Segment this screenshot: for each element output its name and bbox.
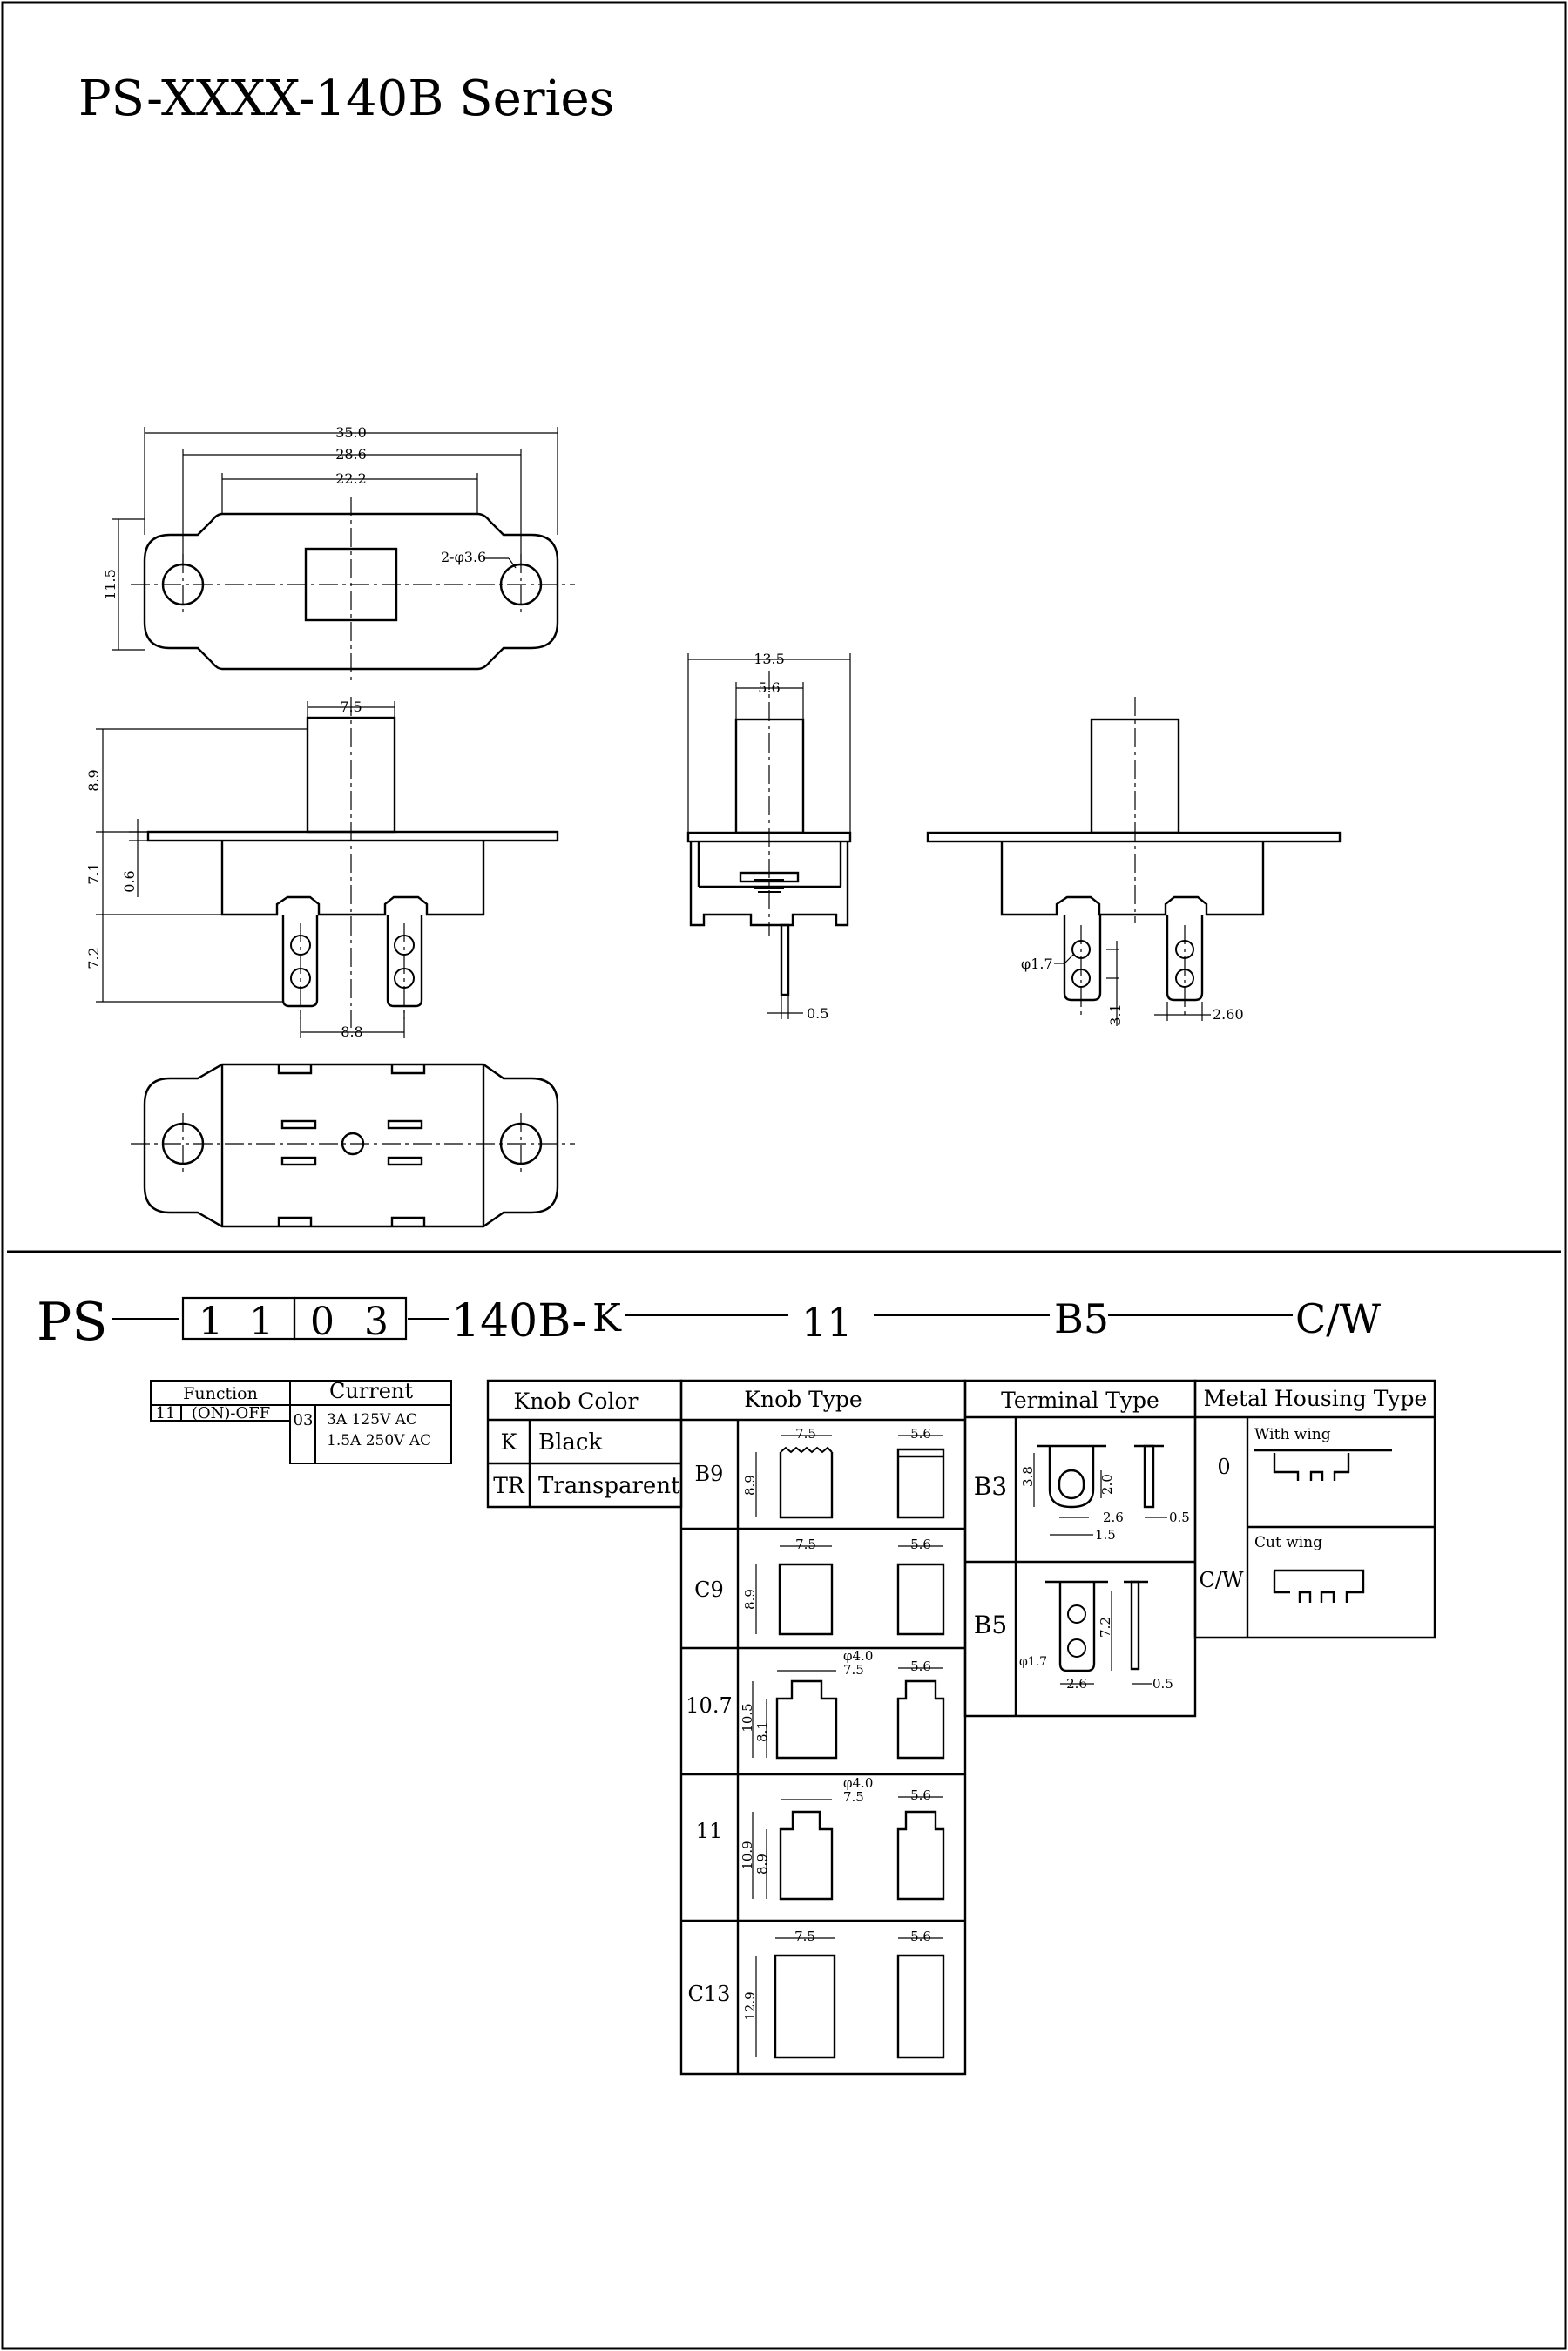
knob-color-header: Knob Color — [514, 1388, 639, 1414]
k107-height: 8.1 — [754, 1721, 770, 1742]
pn-digit-3: 0 — [310, 1300, 335, 1344]
housing-code-0: 0 — [1217, 1455, 1230, 1479]
dim-knob-height: 8.9 — [85, 769, 102, 791]
dim-overall-width: 35.0 — [335, 424, 367, 441]
b5-dim-1: φ1.7 — [1019, 1655, 1047, 1669]
b9-height: 8.9 — [742, 1475, 758, 1496]
k11-depth: 5.6 — [910, 1787, 931, 1803]
function-value: (ON)-OFF — [192, 1404, 270, 1422]
dim-plate-thickness: 0.6 — [121, 870, 138, 892]
housing-code-cw: C/W — [1199, 1568, 1243, 1592]
terminal-header: Terminal Type — [1001, 1388, 1159, 1413]
current-value-2: 1.5A 250V AC — [327, 1432, 431, 1449]
dim-terminal-thickness: 0.5 — [807, 1005, 828, 1022]
knob-code-c9: C9 — [694, 1577, 724, 1602]
c9-width: 7.5 — [795, 1537, 816, 1552]
housing-label-cut-wing: Cut wing — [1254, 1534, 1322, 1551]
dim-depth: 13.5 — [754, 651, 785, 667]
pn-digit-2: 1 — [249, 1300, 274, 1344]
pn-series: 140B- — [451, 1295, 587, 1348]
function-code: 11 — [156, 1404, 176, 1422]
knob-color-table: Knob Color K Black TR Transparent — [486, 1379, 683, 1509]
dim-mount-hole: 2-φ3.6 — [441, 549, 486, 565]
dim-terminal-hole: φ1.7 — [1021, 956, 1053, 972]
pn-terminal: B5 — [1054, 1295, 1109, 1342]
knob-code-10-7: 10.7 — [686, 1693, 732, 1718]
c13-width: 7.5 — [794, 1929, 815, 1944]
dim-knob-depth: 5.6 — [758, 679, 780, 696]
pn-housing: C/W — [1295, 1295, 1382, 1342]
bottom-view — [131, 1063, 575, 1228]
k107-tip: φ4.0 — [843, 1648, 873, 1664]
dim-body-height: 7.1 — [85, 862, 102, 884]
k107-total: 10.5 — [740, 1703, 755, 1732]
right-view: φ1.7 3.1 2.60 — [926, 697, 1342, 1026]
b3-dim-1: 3.8 — [1020, 1466, 1036, 1487]
dim-hole-pitch: 28.6 — [335, 446, 367, 463]
dim-terminal-pitch: 8.8 — [341, 1023, 362, 1040]
terminal-type-table: Terminal Type B3 B5 3.8 2.0 2.6 1.5 0.5 … — [963, 1379, 1197, 1718]
knob-code-b9: B9 — [695, 1462, 724, 1486]
knob-type-header: Knob Type — [744, 1387, 862, 1412]
current-code: 03 — [294, 1411, 314, 1429]
dim-knob-width: 7.5 — [340, 699, 362, 715]
top-view: 35.0 28.6 22.2 11.5 2-φ3.6 — [102, 424, 575, 684]
current-value-1: 3A 125V AC — [327, 1411, 417, 1429]
k11-tip: φ4.0 — [843, 1775, 873, 1791]
knob-color-code-k: K — [501, 1429, 518, 1455]
b5-dim-3: 2.6 — [1066, 1676, 1087, 1692]
front-view: 7.5 8.9 7.1 7.2 0.6 8.8 — [85, 697, 559, 1040]
c9-depth: 5.6 — [910, 1537, 931, 1552]
c13-depth: 5.6 — [910, 1929, 931, 1944]
k107-width: 7.5 — [843, 1662, 864, 1678]
terminal-code-b3: B3 — [974, 1472, 1007, 1501]
b9-width: 7.5 — [795, 1426, 816, 1442]
b3-dim-5: 0.5 — [1169, 1510, 1190, 1525]
function-header: Function — [183, 1384, 258, 1403]
b3-dim-3: 2.6 — [1103, 1510, 1124, 1525]
k11-height: 8.9 — [754, 1854, 770, 1875]
dim-terminal-width: 2.60 — [1213, 1006, 1244, 1023]
knob-code-c13: C13 — [688, 1982, 731, 2006]
b3-dim-2: 2.0 — [1099, 1474, 1115, 1495]
knob-color-black: Black — [538, 1429, 602, 1456]
k11-total: 10.9 — [740, 1841, 755, 1869]
knob-type-table: Knob Type B9 C9 10.7 11 C13 7.5 8.9 5.6 … — [679, 1379, 967, 2076]
housing-header: Metal Housing Type — [1204, 1386, 1428, 1411]
dim-terminal-length: 7.2 — [85, 947, 102, 969]
part-number-line: PS 1 1 0 3 140B- K 11 B5 C/W — [37, 1292, 1382, 1353]
housing-type-table: Metal Housing Type 0 C/W With wing Cut w… — [1193, 1379, 1436, 1639]
page-title: PS-XXXX-140B Series — [78, 71, 614, 127]
knob-code-11: 11 — [696, 1819, 723, 1843]
pn-digit-4: 3 — [364, 1300, 389, 1344]
terminal-code-b5: B5 — [974, 1611, 1007, 1639]
b5-dim-2: 7.2 — [1098, 1617, 1113, 1638]
side-view: 13.5 5.6 0.5 — [686, 651, 852, 1022]
pn-digit-1: 1 — [199, 1300, 223, 1344]
b3-dim-4: 1.5 — [1095, 1527, 1116, 1543]
function-current-table: Function Current 11 (ON)-OFF 03 3A 125V … — [150, 1379, 452, 1464]
c13-height: 12.9 — [742, 1991, 758, 2020]
k107-depth: 5.6 — [910, 1659, 931, 1674]
b9-depth: 5.6 — [910, 1426, 931, 1442]
housing-label-with-wing: With wing — [1254, 1426, 1331, 1443]
dim-inner-width: 22.2 — [335, 470, 367, 487]
knob-color-transparent: Transparent — [538, 1473, 680, 1499]
k11-width: 7.5 — [843, 1789, 864, 1805]
c9-height: 8.9 — [742, 1589, 758, 1610]
b5-dim-4: 0.5 — [1152, 1676, 1173, 1692]
current-header: Current — [329, 1379, 413, 1403]
dim-hole-pitch-side: 3.1 — [1107, 1003, 1124, 1025]
pn-knob-color: K — [592, 1296, 622, 1341]
knob-color-code-tr: TR — [493, 1473, 525, 1498]
pn-knob-type: 11 — [801, 1299, 853, 1346]
dim-height: 11.5 — [102, 569, 118, 600]
pn-prefix: PS — [37, 1292, 107, 1353]
